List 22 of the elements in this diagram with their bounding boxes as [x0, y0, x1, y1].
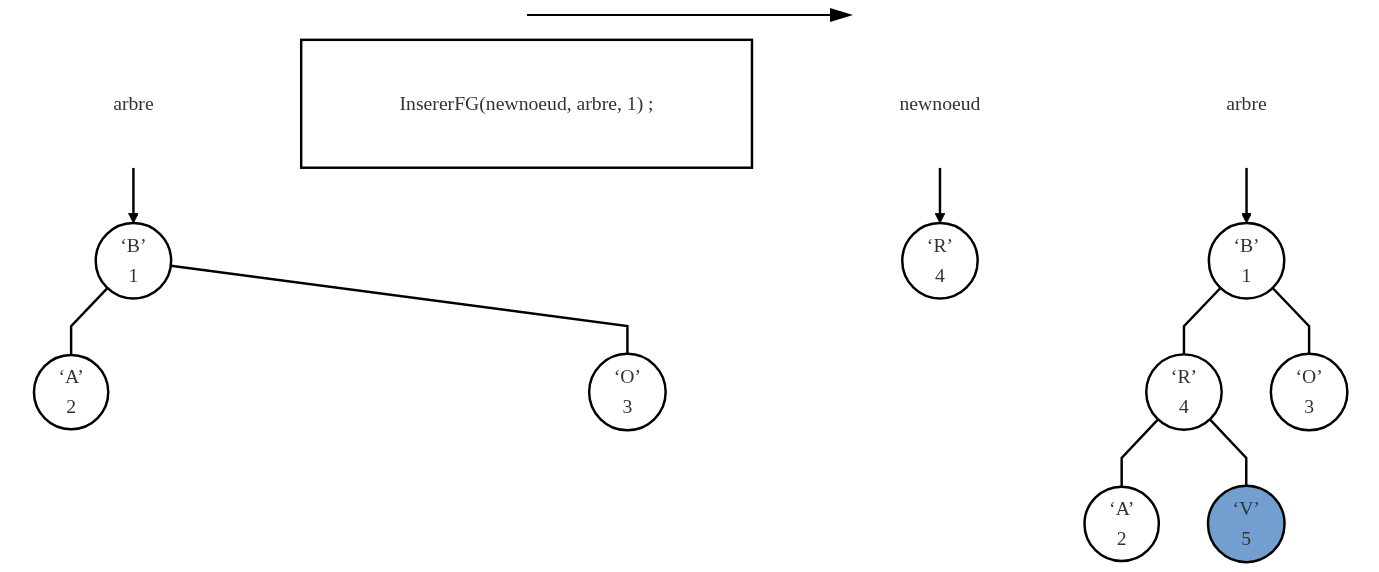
connector	[1271, 287, 1310, 354]
node-box: InsererFG(newnoeud, arbre, 1) ;	[299, 38, 753, 169]
arrow	[934, 167, 945, 224]
arrow	[127, 167, 139, 224]
connector	[170, 264, 629, 354]
node-text: newnoeud	[899, 92, 980, 114]
node-circle: ‘A’ 2	[1082, 485, 1160, 563]
node-circle: ‘R’ 4	[900, 221, 979, 300]
connector	[69, 287, 108, 355]
node-circle: ‘R’ 4	[1144, 353, 1223, 431]
arrow	[1240, 167, 1252, 224]
connector	[1119, 418, 1159, 487]
node-circle: ‘O’ 3	[587, 352, 667, 432]
node-circle: ‘O’ 3	[1269, 352, 1349, 432]
node-circle: ‘B’ 1	[1207, 221, 1285, 300]
connector	[1182, 287, 1221, 355]
connector	[1208, 418, 1247, 486]
node-circle: ‘A’ 2	[32, 353, 110, 431]
node-circle: ‘V’ 5	[1206, 484, 1286, 564]
node-text: arbre	[112, 92, 154, 114]
node-circle: ‘B’ 1	[94, 221, 172, 300]
node-text: arbre	[1225, 92, 1267, 114]
